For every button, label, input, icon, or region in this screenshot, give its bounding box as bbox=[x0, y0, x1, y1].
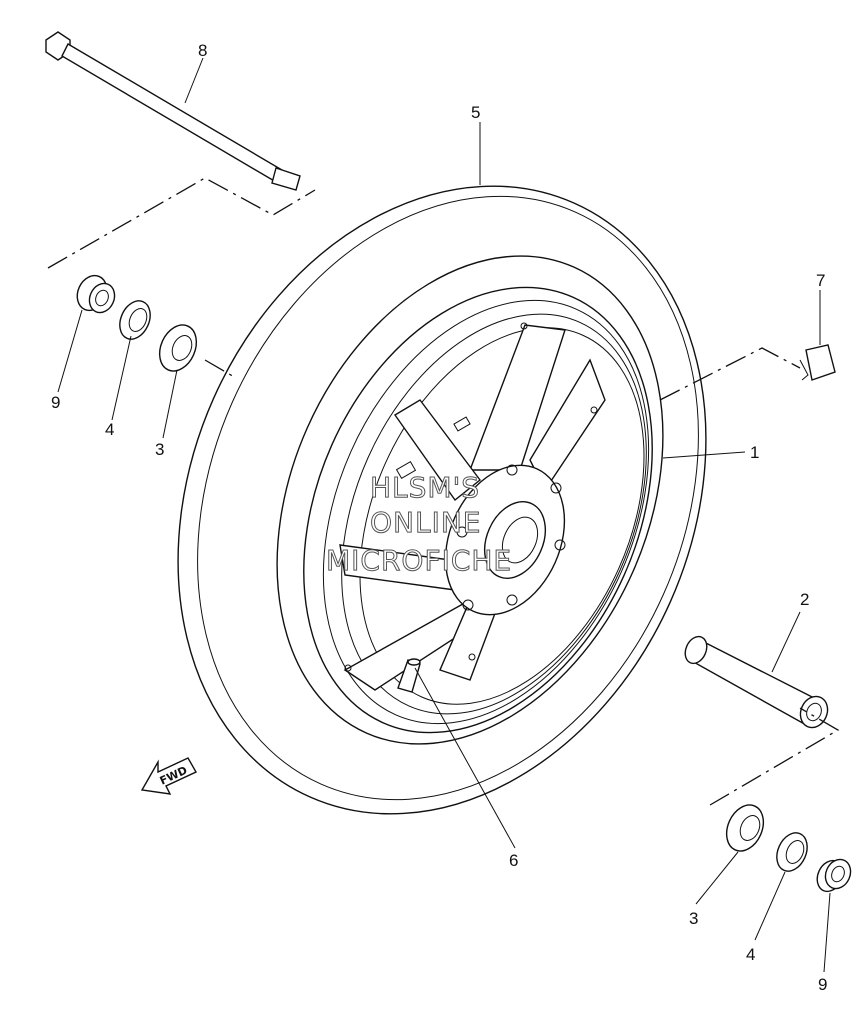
callout-5: 5 bbox=[471, 103, 480, 122]
collar bbox=[684, 635, 829, 729]
callout-6: 6 bbox=[509, 851, 518, 870]
callout-3-left: 3 bbox=[155, 440, 164, 459]
leader-lines bbox=[57, 57, 831, 973]
assembly-lines bbox=[47, 177, 840, 806]
tire bbox=[177, 185, 707, 815]
watermark-line-3: MICROFICHE bbox=[326, 544, 512, 577]
right-oil-seal bbox=[776, 832, 808, 872]
watermark: HLSM'S ONLINE MICROFICHE bbox=[326, 471, 512, 578]
forward-direction-arrow: FWD bbox=[140, 757, 197, 795]
callout-9-left: 9 bbox=[51, 393, 60, 412]
callout-4-right: 4 bbox=[746, 945, 755, 964]
wheel-axle bbox=[45, 31, 301, 191]
callout-7: 7 bbox=[816, 271, 825, 290]
right-spacer bbox=[816, 858, 852, 893]
watermark-line-2: ONLINE bbox=[370, 506, 481, 539]
callout-4-left: 4 bbox=[105, 420, 114, 439]
callout-3-right: 3 bbox=[689, 909, 698, 928]
left-bearing bbox=[158, 324, 198, 372]
right-bearing bbox=[725, 804, 765, 852]
balance-weight bbox=[799, 344, 836, 381]
callout-1: 1 bbox=[750, 443, 759, 462]
left-spacer bbox=[76, 274, 116, 314]
cast-wheel bbox=[303, 286, 653, 734]
watermark-line-1: HLSM'S bbox=[370, 471, 480, 504]
tire-valve bbox=[397, 658, 421, 693]
callout-8: 8 bbox=[198, 41, 207, 60]
callout-2: 2 bbox=[800, 590, 809, 609]
callout-9-right: 9 bbox=[818, 975, 827, 994]
left-oil-seal bbox=[119, 300, 151, 340]
